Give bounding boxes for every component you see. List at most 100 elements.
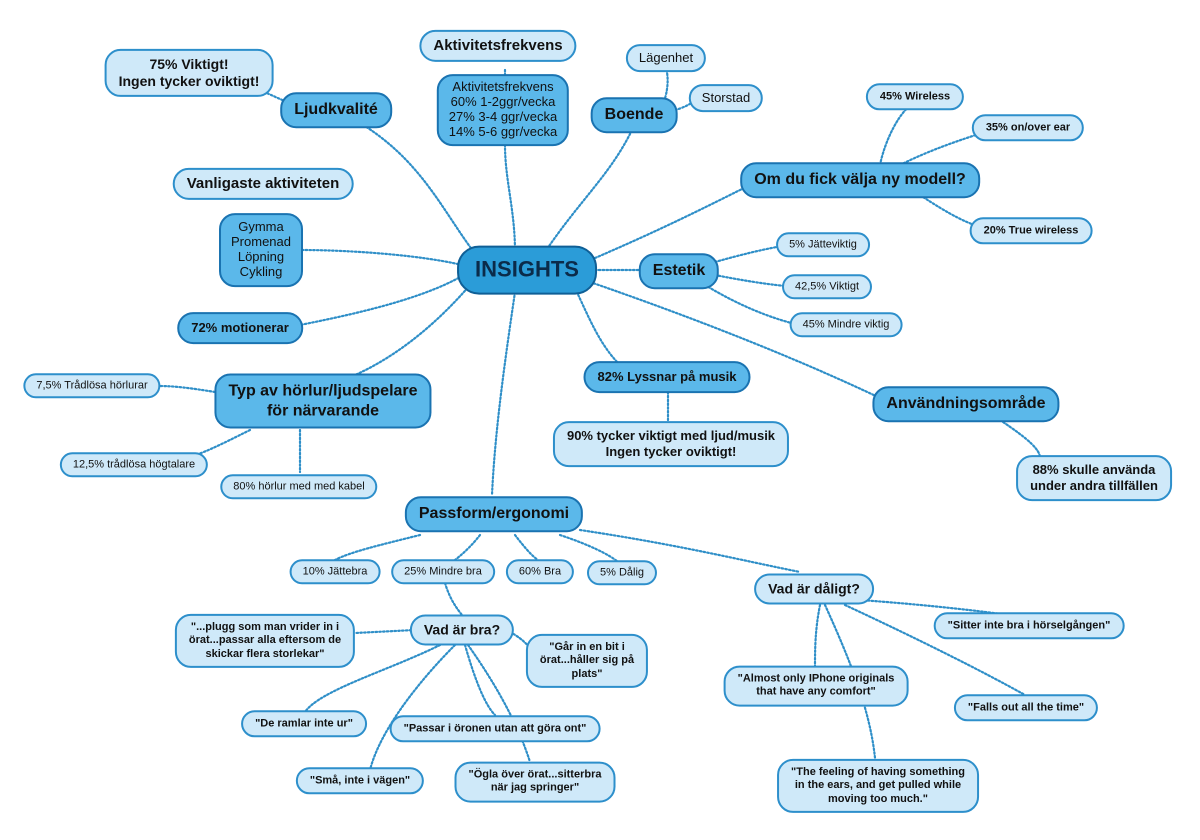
node-tradlosa-horlurar[interactable]: 7,5% Trådlösa hörlurar [23, 373, 161, 399]
link-passform-bra [443, 581, 464, 617]
andra-tillfallen-line1: 88% skulle använda [1032, 462, 1156, 478]
aktivitet-lopning: Löpning [237, 249, 285, 264]
feeling-line1: "The feeling of having something [791, 765, 965, 778]
link-daligt-iphone [813, 603, 822, 670]
link-passform-25 [453, 533, 482, 562]
aktivitet-line2: 60% 1-2ggr/vecka [450, 94, 556, 110]
link-passform-5 [558, 533, 620, 564]
link-daligt-falls [843, 603, 1027, 697]
andra-tillfallen-line2: under andra tillfällen [1030, 478, 1158, 493]
typ-line1: Typ av hörlur/ljudspelare [228, 382, 418, 400]
link-motionerar [298, 274, 464, 327]
link-anvandning-88 [998, 418, 1042, 460]
link-estetik-5 [713, 244, 784, 264]
link-typ [353, 283, 472, 377]
plugg-line3: skickar flera storlekar" [205, 647, 325, 660]
link-estetik-45 [703, 283, 797, 326]
node-vanligaste-aktiviteten[interactable]: Vanligaste aktiviteten [172, 167, 354, 201]
link-bra-sma [368, 643, 457, 772]
link-vanligaste [298, 248, 464, 267]
node-mindre-bra-25[interactable]: 25% Mindre bra [391, 559, 495, 585]
node-jatteviktig-5[interactable]: 5% Jätteviktig [776, 232, 870, 258]
iphone-line1: "Almost only IPhone originals [737, 672, 895, 685]
node-on-over-ear-35[interactable]: 35% on/over ear [971, 114, 1085, 142]
node-horlur-kabel[interactable]: 80% hörlur med med kabel [220, 474, 378, 500]
link-modell-35 [898, 130, 987, 167]
ogla-line1: "Ögla över örat...sitterbra [468, 768, 602, 781]
ljud-viktigt-line2: Ingen tycker oviktigt! [118, 73, 260, 89]
node-jattebra-10[interactable]: 10% Jättebra [289, 559, 381, 585]
typ-line2: för närvarande [266, 402, 380, 419]
link-boende [543, 128, 634, 254]
feeling-line3: moving too much." [828, 792, 928, 805]
node-andra-tillfallen[interactable]: 88% skulle använda under andra tillfälle… [1016, 455, 1172, 501]
node-passform-ergonomi[interactable]: Passform/ergonomi [404, 496, 584, 532]
link-lyssnar [573, 286, 622, 367]
node-ljud-viktigt[interactable]: 75% Viktigt! Ingen tycker oviktigt! [104, 48, 274, 98]
node-ny-modell[interactable]: Om du fick välja ny modell? [740, 162, 980, 198]
link-aktivitets [503, 143, 517, 254]
node-vad-ar-bra[interactable]: Vad är bra? [409, 614, 515, 646]
node-anvandningsomrade[interactable]: Användningsområde [872, 386, 1060, 422]
link-anvandning [588, 280, 882, 400]
gar-in-line1: "Går in en bit i [549, 640, 625, 653]
iphone-line2: that have any comfort" [756, 686, 876, 698]
node-quote-sitter-inte[interactable]: "Sitter inte bra i hörselgången" [933, 612, 1125, 640]
gar-in-line2: örat...håller sig på [539, 654, 635, 667]
link-bra-ogla [466, 643, 532, 764]
node-quote-ramlar[interactable]: "De ramlar inte ur" [241, 710, 367, 738]
node-dalig-5[interactable]: 5% Dålig [586, 560, 658, 586]
node-quote-passar-oronen[interactable]: "Passar i öronen utan att göra ont" [389, 715, 601, 743]
plugg-line2: örat...passar alla eftersom de [188, 634, 342, 647]
link-passform [490, 290, 517, 497]
node-quote-iphone[interactable]: "Almost only IPhone originals that have … [723, 665, 909, 707]
link-bra-passar [463, 643, 497, 717]
node-lagenhet[interactable]: Lägenhet [625, 44, 707, 72]
node-quote-sma[interactable]: "Små, inte i vägen" [295, 767, 425, 795]
aktivitet-cykling: Cykling [239, 263, 283, 279]
node-typ-horlur[interactable]: Typ av hörlur/ljudspelare för närvarande [214, 373, 432, 429]
aktivitet-line1: Aktivitetsfrekvens [452, 79, 554, 95]
ljud-viktigt-line1: 75% Viktigt! [149, 55, 229, 72]
node-quote-gar-in[interactable]: "Går in en bit i örat...håller sig på pl… [525, 633, 649, 689]
node-aktivitetsfrekvens-detail[interactable]: Aktivitetsfrekvens 60% 1-2ggr/vecka 27% … [436, 74, 570, 146]
node-vad-ar-daligt[interactable]: Vad är dåligt? [754, 573, 874, 605]
node-lyssnar-musik[interactable]: 82% Lyssnar på musik [583, 361, 751, 393]
node-boende[interactable]: Boende [590, 97, 678, 133]
node-true-wireless-20[interactable]: 20% True wireless [969, 217, 1093, 245]
aktivitet-gymma: Gymma [238, 219, 284, 235]
ogla-line2: när jag springer" [490, 782, 580, 794]
node-estetik[interactable]: Estetik [638, 253, 720, 289]
link-passform-60 [513, 533, 540, 562]
link-estetik-42 [713, 273, 787, 288]
ljud-musik-line2: Ingen tycker oviktigt! [605, 444, 737, 459]
node-motionerar[interactable]: 72% motionerar [177, 312, 303, 344]
node-bra-60[interactable]: 60% Bra [505, 559, 575, 585]
node-aktivitetsfrekvens-title[interactable]: Aktivitetsfrekvens [419, 29, 577, 63]
link-bra-ramlar [303, 643, 442, 714]
aktivitet-line4: 14% 5-6 ggr/vecka [448, 123, 558, 139]
node-quote-plugg[interactable]: "...plugg som man vrider in i örat...pas… [174, 613, 356, 669]
central-node-insights[interactable]: INSIGHTS [457, 245, 597, 295]
node-quote-falls-out[interactable]: "Falls out all the time" [953, 694, 1099, 722]
node-viktigt-42[interactable]: 42,5% Viktigt [781, 274, 873, 300]
aktivitet-line3: 27% 3-4 ggr/vecka [448, 109, 558, 124]
node-wireless-45[interactable]: 45% Wireless [865, 83, 965, 111]
link-modell-45 [878, 100, 917, 167]
plugg-line1: "...plugg som man vrider in i [190, 620, 340, 633]
node-tradlosa-hogtalare[interactable]: 12,5% trådlösa högtalare [59, 452, 209, 478]
node-aktiviteter-list[interactable]: Gymma Promenad Löpning Cykling [219, 213, 303, 287]
node-quote-ogla[interactable]: "Ögla över örat...sitterbra när jag spri… [454, 761, 616, 803]
link-bra-plugg [353, 628, 417, 635]
aktivitet-promenad: Promenad [231, 234, 291, 250]
node-storstad[interactable]: Storstad [688, 84, 764, 112]
node-ljud-musik-viktigt[interactable]: 90% tycker viktigt med ljud/musik Ingen … [552, 421, 790, 467]
node-ljudkvalite[interactable]: Ljudkvalité [280, 92, 392, 128]
gar-in-line3: plats" [571, 667, 603, 680]
ljud-musik-line1: 90% tycker viktigt med ljud/musik [566, 428, 776, 444]
node-mindre-viktig-45[interactable]: 45% Mindre viktig [789, 312, 903, 338]
link-passform-10 [333, 533, 422, 562]
node-quote-feeling[interactable]: "The feeling of having something in the … [777, 758, 979, 814]
feeling-line2: in the ears, and get pulled while [794, 779, 962, 792]
